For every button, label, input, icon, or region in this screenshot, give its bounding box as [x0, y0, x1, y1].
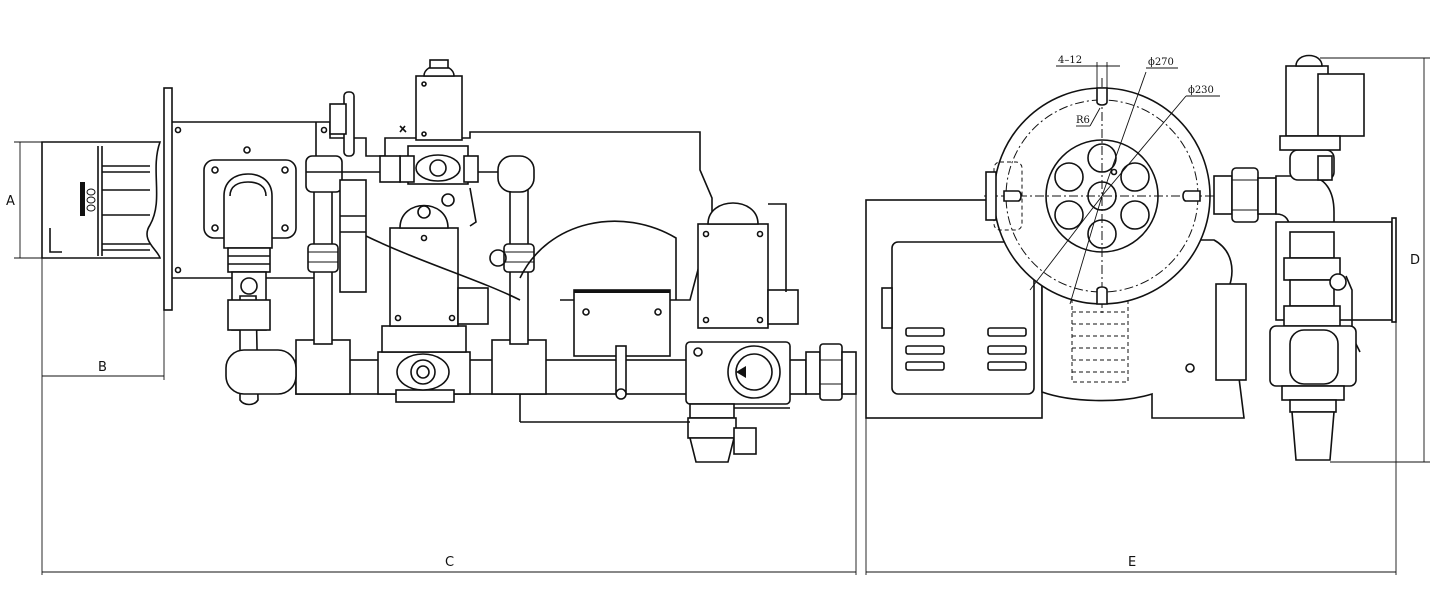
main-solenoid-valve-1 [389, 204, 489, 327]
dimension-A: A [6, 141, 42, 259]
outlet-union [805, 343, 857, 401]
flange-dia-note: ϕ230 [1188, 85, 1214, 96]
front-view: 4–12 ϕ270 ϕ230 R6 [865, 54, 1430, 575]
control-box [573, 289, 671, 400]
dimension-label-A: A [6, 194, 15, 209]
slot-radius-note: R6 [1076, 115, 1090, 126]
vertical-risers [305, 155, 535, 345]
bolt-circle-note: ϕ270 [1148, 57, 1174, 68]
bolt-holes-note: 4–12 [1058, 55, 1082, 66]
gas-train-front [1213, 54, 1397, 461]
mounting-flange [163, 87, 173, 311]
dimension-E: E [865, 322, 1397, 575]
pilot-solenoid-valve [306, 59, 498, 227]
blast-tube [41, 141, 162, 259]
gas-inlet-flange [203, 159, 297, 249]
front-flange: 4–12 ϕ270 ϕ230 R6 [984, 55, 1220, 314]
main-solenoid-valve-2 [697, 202, 799, 329]
dimension-label-C: C [445, 555, 454, 570]
dimension-label-B: B [98, 360, 107, 375]
dimension-D: D [1320, 57, 1430, 463]
side-view: A B C [6, 59, 857, 575]
dimension-label-D: D [1410, 253, 1420, 268]
dimension-B: B [41, 258, 165, 575]
pressure-switch [519, 341, 791, 463]
fan-housing [365, 220, 677, 301]
dimension-C: C [42, 394, 857, 575]
ignition-rod [329, 91, 355, 157]
dimension-label-E: E [1128, 555, 1136, 570]
